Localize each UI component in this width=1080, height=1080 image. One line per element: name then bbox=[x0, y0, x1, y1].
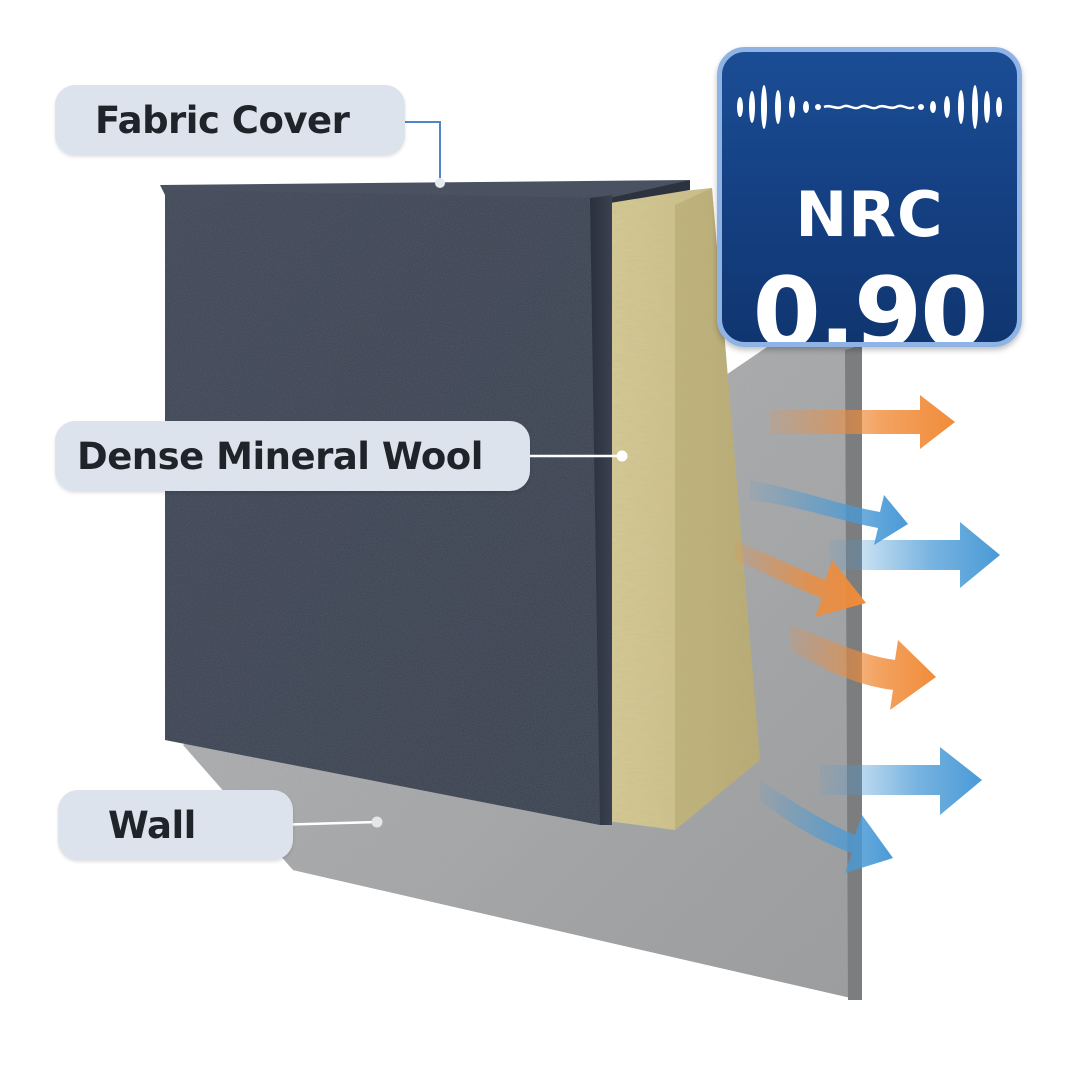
sound-arrow-icon bbox=[770, 395, 955, 449]
wall-label: Wall bbox=[58, 790, 293, 860]
sound-wave-icon bbox=[737, 85, 1002, 129]
sound-arrows bbox=[735, 395, 1000, 873]
nrc-value: 0.90 bbox=[752, 257, 989, 347]
wave-bar bbox=[803, 101, 809, 113]
wave-bar bbox=[749, 91, 755, 123]
sound-arrow-icon bbox=[820, 747, 982, 815]
dense-mineral-wool-label-text: Dense Mineral Wool bbox=[77, 434, 483, 478]
fabric-cover-label: Fabric Cover bbox=[55, 85, 405, 155]
fabric-cover-label-text: Fabric Cover bbox=[95, 98, 350, 142]
fabric-cover-anchor-dot bbox=[435, 178, 445, 188]
dense-mineral-wool-label: Dense Mineral Wool bbox=[55, 421, 530, 491]
sound-arrow-icon bbox=[830, 522, 1000, 588]
wave-bar bbox=[972, 85, 978, 129]
wave-bar bbox=[996, 97, 1002, 117]
wall-label-text: Wall bbox=[108, 803, 196, 847]
wave-bar bbox=[984, 91, 990, 123]
wave-bar bbox=[761, 85, 767, 129]
wool-anchor-dot bbox=[616, 450, 628, 462]
wave-bar bbox=[775, 90, 781, 124]
fabric-panel bbox=[160, 180, 690, 825]
nrc-title: NRC bbox=[795, 178, 944, 251]
wave-bar bbox=[958, 90, 964, 124]
wave-bar bbox=[737, 97, 743, 117]
wave-bar bbox=[944, 96, 950, 118]
wall-anchor-dot bbox=[371, 816, 383, 828]
wave-bar bbox=[815, 104, 821, 110]
sound-arrow-icon bbox=[790, 625, 936, 710]
wave-bar bbox=[918, 104, 924, 110]
sound-arrow-icon bbox=[750, 480, 908, 545]
sound-arrow-icon bbox=[760, 780, 893, 873]
nrc-badge: NRC 0.90 bbox=[717, 47, 1022, 347]
wave-bar bbox=[930, 101, 936, 113]
sound-arrow-icon bbox=[735, 540, 866, 617]
wave-bar bbox=[789, 96, 795, 118]
mineral-wool-layer bbox=[600, 188, 760, 830]
